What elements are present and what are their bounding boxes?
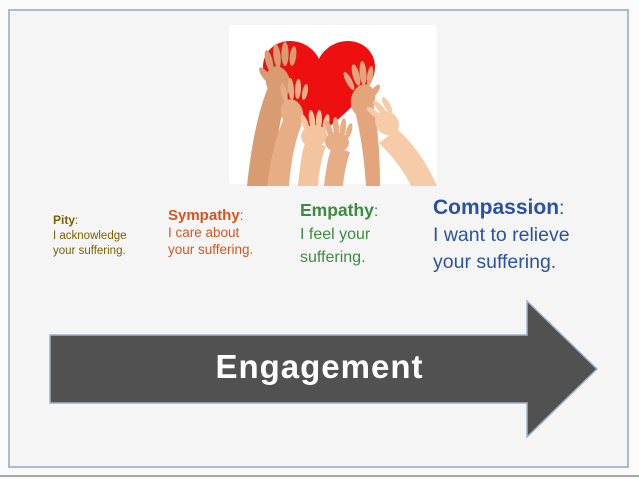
- level-pity-line2: your suffering.: [53, 245, 126, 257]
- level-empathy: Empathy: I feel your suffering.: [300, 199, 378, 269]
- hands-heart-illustration: [229, 25, 437, 186]
- level-compassion-term: Compassion: [433, 196, 560, 219]
- level-pity-term-line: Pity:: [53, 213, 127, 229]
- hand-left-outer-icon: [247, 42, 297, 186]
- level-sympathy: Sympathy: I care about your suffering.: [168, 207, 253, 258]
- bottom-divider: [0, 475, 639, 477]
- level-compassion-term-line: Compassion:: [433, 194, 570, 222]
- level-pity-term: Pity: [53, 213, 76, 227]
- level-empathy-term: Empathy: [300, 200, 374, 220]
- hands-holding-heart-image: [227, 23, 439, 186]
- hand-left-inner-icon: [267, 78, 309, 186]
- level-compassion-line1: I want to relieve: [433, 224, 570, 246]
- level-empathy-term-line: Empathy:: [300, 199, 378, 223]
- arm-far-right-icon: [366, 97, 437, 186]
- hand-right-icon: [343, 61, 381, 186]
- level-sympathy-colon: :: [239, 208, 244, 223]
- level-sympathy-term: Sympathy: [168, 207, 240, 224]
- level-compassion-line2: your suffering.: [433, 251, 557, 273]
- level-empathy-line1: I feel your: [300, 226, 371, 243]
- level-empathy-colon: :: [373, 203, 379, 220]
- level-empathy-line2: suffering.: [300, 249, 366, 266]
- level-pity-colon: :: [75, 215, 79, 227]
- level-sympathy-term-line: Sympathy:: [168, 207, 253, 224]
- hand-center-left-icon: [298, 110, 330, 186]
- level-pity: Pity: I acknowledge your suffering.: [53, 213, 127, 259]
- level-sympathy-line1: I care about: [168, 225, 240, 240]
- hand-center-right-icon: [324, 117, 353, 186]
- level-sympathy-line2: your suffering.: [168, 242, 254, 257]
- level-pity-line1: I acknowledge: [53, 230, 127, 242]
- level-compassion-colon: :: [559, 197, 565, 219]
- engagement-label: Engagement: [215, 348, 424, 385]
- engagement-arrow: [49, 299, 599, 439]
- level-compassion: Compassion: I want to relieve your suffe…: [433, 194, 570, 276]
- engagement-arrow-shape: [49, 299, 599, 439]
